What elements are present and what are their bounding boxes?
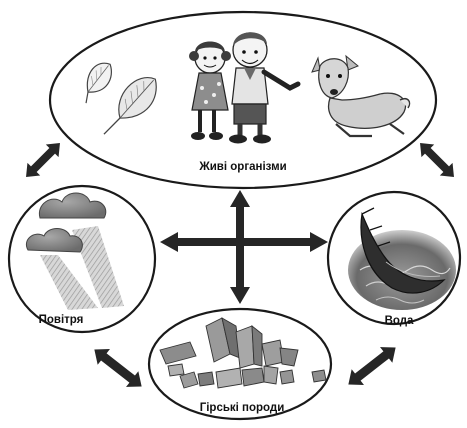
arrow-living-air (20, 137, 67, 184)
living-label: Живі організми (198, 161, 286, 173)
rocks-label: Гірські породи (200, 402, 285, 414)
node-living-organisms: Живі організми (50, 12, 436, 188)
air-label: Повітря (39, 314, 84, 326)
water-label: Вода (385, 315, 414, 327)
node-air: Повітря (9, 186, 155, 332)
arrow-air-rocks (88, 342, 148, 395)
arrow-living-water (414, 137, 461, 184)
arrow-water-rocks (342, 340, 402, 393)
arrow-center-vertical (230, 190, 250, 304)
node-water: Вода (328, 192, 460, 327)
arrow-center-right (244, 232, 328, 252)
arrow-center-left (160, 232, 236, 252)
node-rocks: Гірські породи (149, 309, 331, 419)
